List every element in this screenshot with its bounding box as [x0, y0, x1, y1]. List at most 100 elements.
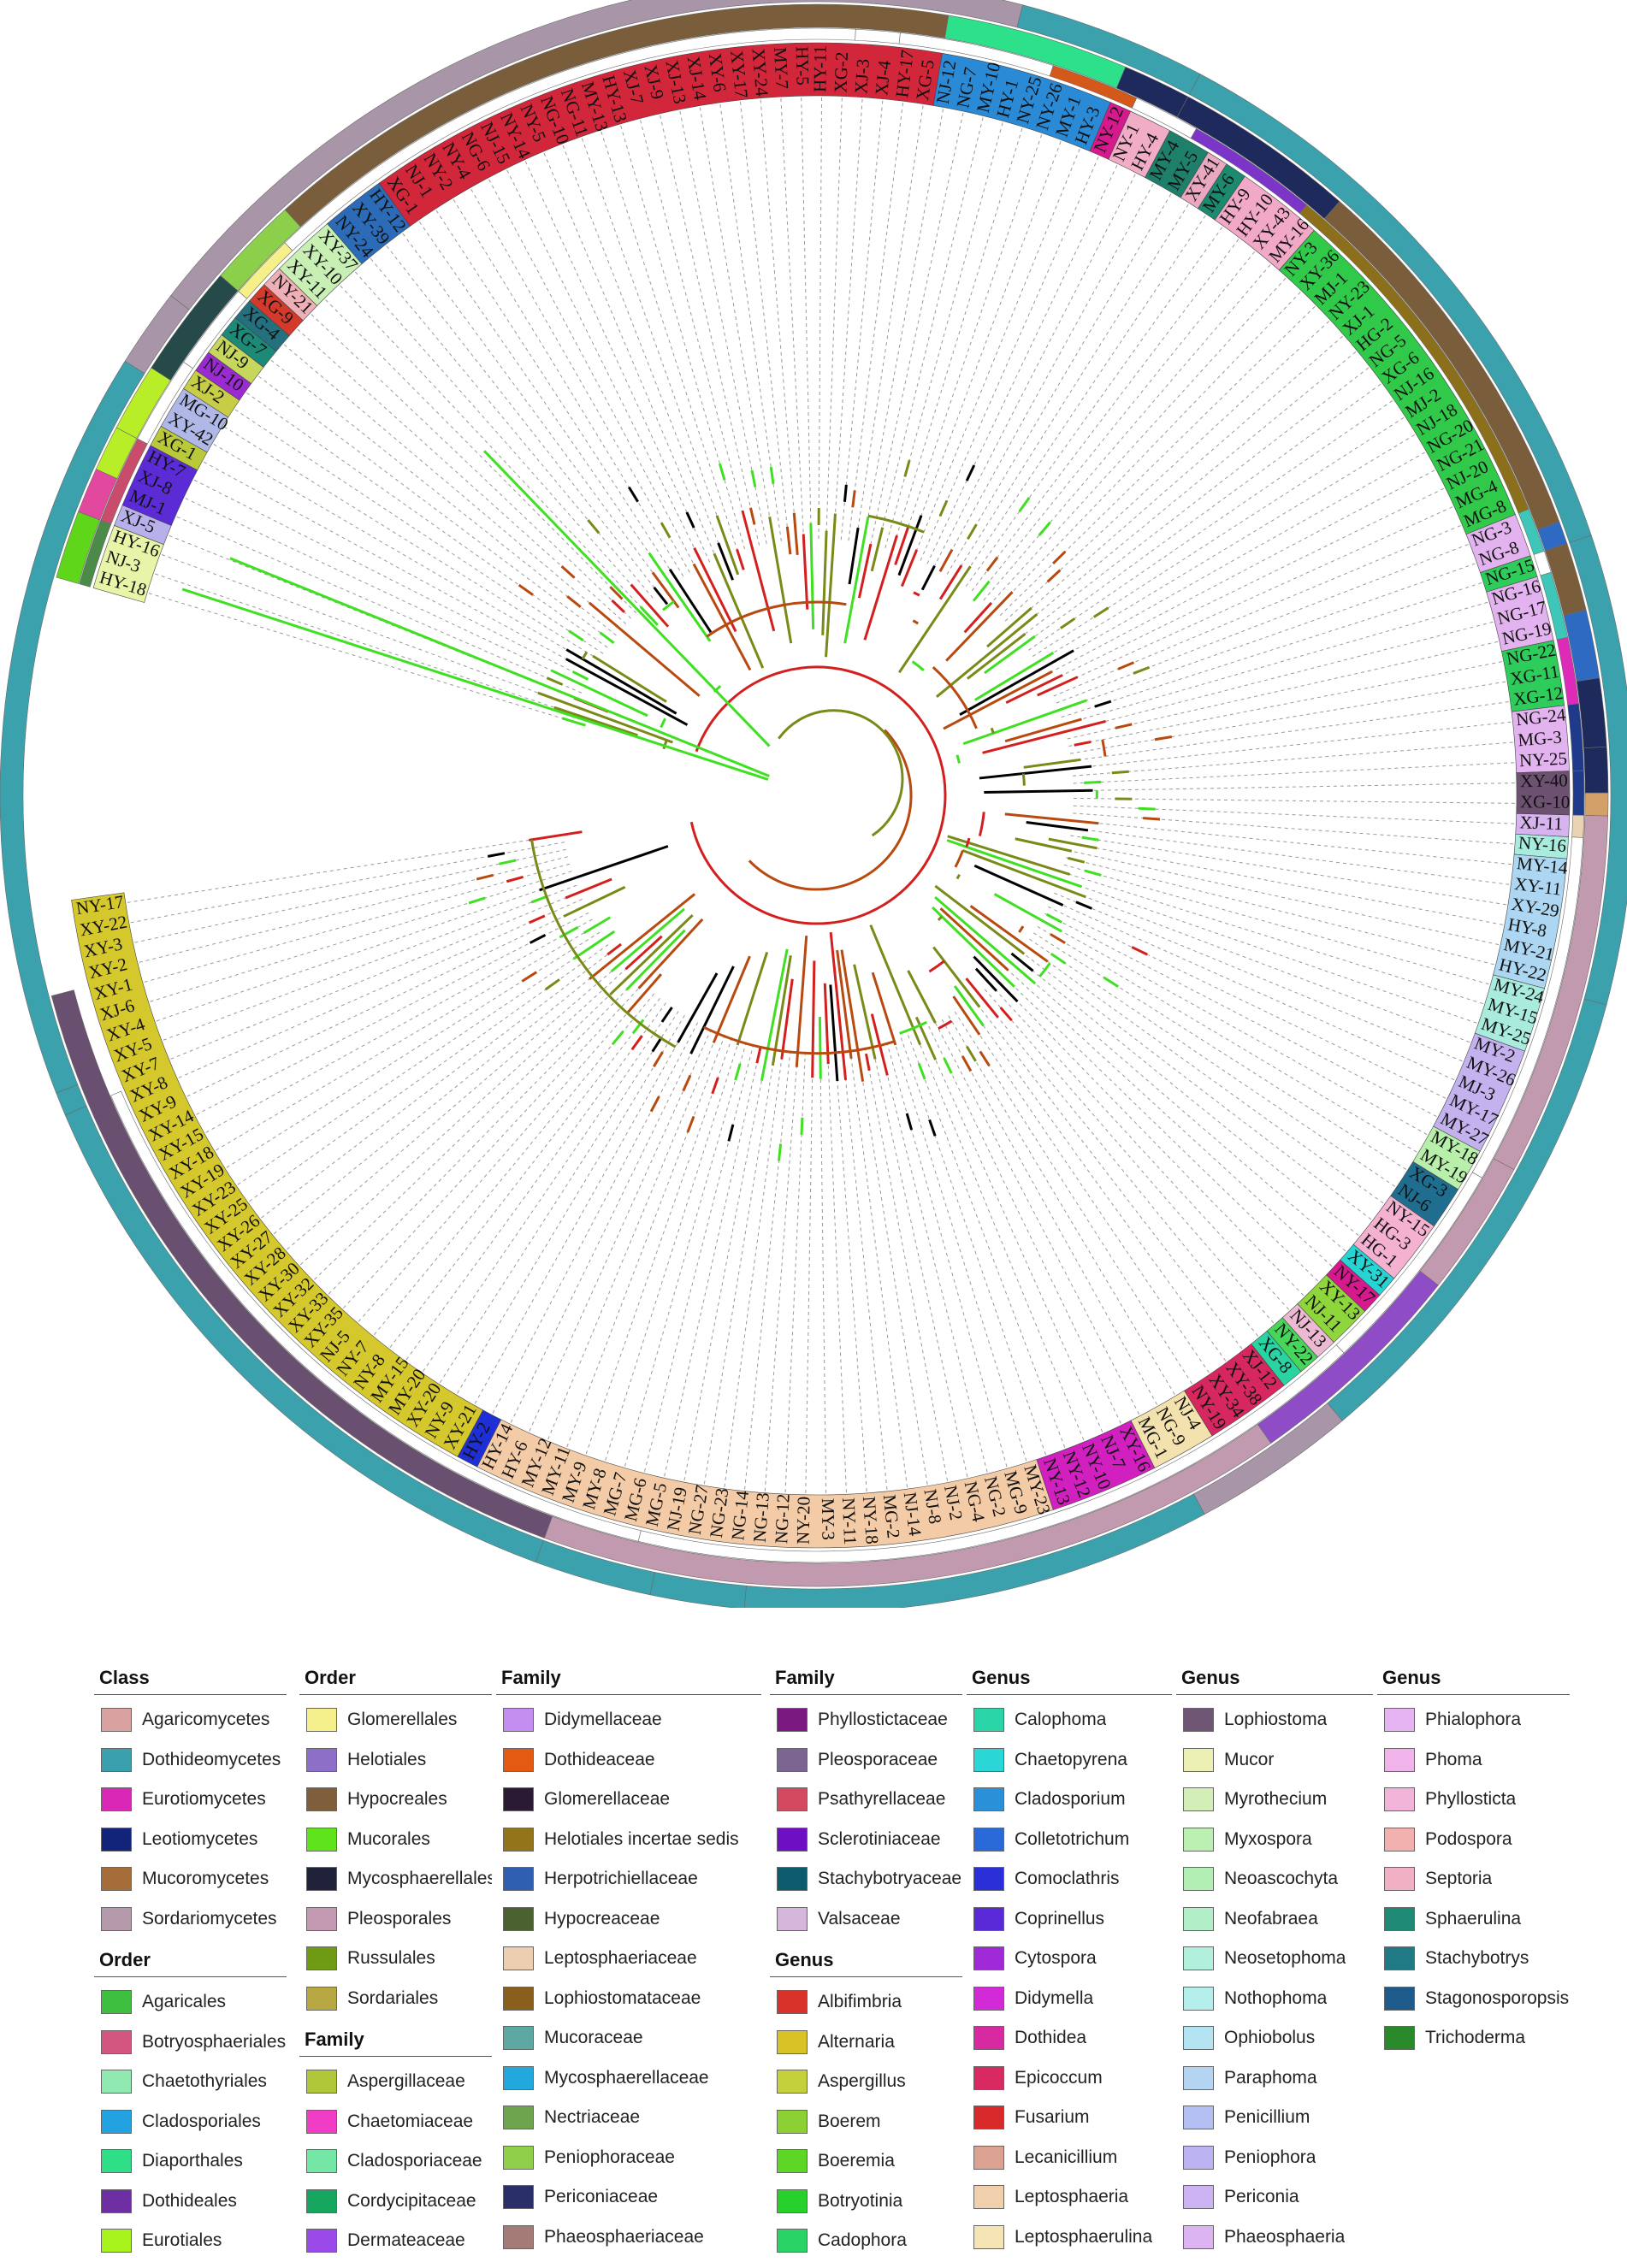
branch [469, 898, 485, 903]
branch [476, 875, 493, 879]
legend-swatch [1384, 1987, 1415, 2011]
legend-item: Leptosphaeria [967, 2177, 1172, 2218]
legend-swatch [306, 1946, 337, 1970]
legend-swatch [306, 1708, 337, 1732]
branch [1061, 618, 1074, 628]
guide-line [834, 97, 863, 540]
legend-swatch [1183, 1787, 1214, 1811]
legend-item: Phyllostictaceae [770, 1700, 962, 1740]
guide-line [907, 140, 1062, 555]
branch [713, 1078, 719, 1094]
legend-swatch [101, 2030, 132, 2054]
legend-swatch [503, 1987, 534, 2011]
legend-label: Mycosphaerellaceae [544, 2068, 709, 2088]
legend-swatch [777, 1787, 808, 1811]
guide-line [236, 938, 604, 1185]
legend-swatch [101, 2229, 132, 2253]
branch [519, 585, 533, 595]
legend-header: Order [94, 1946, 287, 1977]
legend-item: Lophiostomataceae [496, 1979, 761, 2019]
legend-header: Genus [770, 1946, 962, 1977]
leaf-label: HY-11 [809, 45, 830, 92]
branch [957, 875, 960, 879]
legend-label: Boeremia [818, 2151, 895, 2171]
guide-line [354, 270, 648, 603]
legend-label: Cytospora [1015, 1948, 1097, 1969]
legend-item: Aspergillus [770, 2062, 962, 2102]
guide-line [143, 864, 570, 983]
legend-label: Chaetothyriales [142, 2071, 267, 2092]
guide-line [1074, 783, 1517, 791]
legend-label: Epicoccum [1015, 2068, 1103, 2088]
legend-swatch [973, 2066, 1004, 2090]
legend-header: Genus [967, 1663, 1172, 1695]
legend-item: Phialophora [1377, 1700, 1570, 1740]
branch [967, 838, 969, 847]
guide-line [966, 226, 1223, 587]
branch [979, 766, 1092, 778]
guide-line [225, 932, 600, 1168]
legend-label: Peniophoraceae [544, 2147, 675, 2168]
branch [1132, 947, 1147, 954]
legend-swatch [973, 1708, 1004, 1732]
leaf-label: NY-18 [859, 1496, 883, 1545]
branch [1084, 782, 1101, 783]
branch [737, 549, 744, 570]
branch [794, 513, 797, 555]
guide-line [186, 906, 585, 1096]
legend-label: Neoascochyta [1224, 1869, 1338, 1889]
guide-line [725, 1049, 784, 1488]
legend-label: Phoma [1425, 1750, 1482, 1770]
branch [1011, 954, 1032, 971]
legend-label: Penicillium [1224, 2107, 1310, 2128]
branch [899, 566, 970, 672]
guide-line [740, 100, 789, 540]
branch [1038, 677, 1078, 695]
legend-label: Botryotinia [818, 2191, 902, 2212]
branch [182, 589, 768, 779]
legend-swatch [503, 2026, 534, 2050]
guide-line [299, 968, 627, 1266]
guide-line [640, 119, 752, 547]
branch [607, 944, 621, 954]
guide-line [1074, 798, 1517, 803]
guide-line [887, 1042, 1008, 1468]
legend-label: Russulales [347, 1948, 435, 1969]
legend-label: Cladosporiales [142, 2111, 261, 2132]
guide-line [1063, 602, 1489, 724]
legend-header: Class [94, 1663, 287, 1695]
legend-item: Botryosphaeriales [94, 2023, 287, 2063]
guide-line [492, 1023, 698, 1415]
branch [940, 500, 947, 516]
leaf-label: NY-25 [1518, 748, 1567, 771]
leaf-label: XJ-4 [871, 59, 895, 96]
branch [564, 887, 625, 916]
legend-label: Mucor [1224, 1750, 1274, 1770]
guide-line [1024, 383, 1381, 644]
legend-swatch [503, 1907, 534, 1931]
legend-item: Phyllosticta [1377, 1780, 1570, 1820]
branch [991, 728, 993, 733]
legend-swatch [973, 1946, 1004, 1970]
branch [1094, 608, 1109, 617]
branch [531, 896, 547, 902]
guide-line [624, 1042, 747, 1468]
legend-item: Mucorales [299, 1820, 492, 1860]
legend-item: Helotiales [299, 1740, 492, 1781]
guide-line [841, 99, 883, 540]
legend-label: Mucoraceae [544, 2028, 643, 2048]
guide-line [914, 147, 1080, 558]
branch [1051, 954, 1066, 963]
guide-line [470, 187, 690, 572]
branch [819, 1017, 820, 1079]
guide-line [215, 926, 596, 1151]
branch [771, 467, 773, 484]
guide-line [760, 98, 796, 540]
guide-line [967, 1003, 1227, 1362]
branch [610, 915, 692, 995]
branch [583, 653, 587, 659]
